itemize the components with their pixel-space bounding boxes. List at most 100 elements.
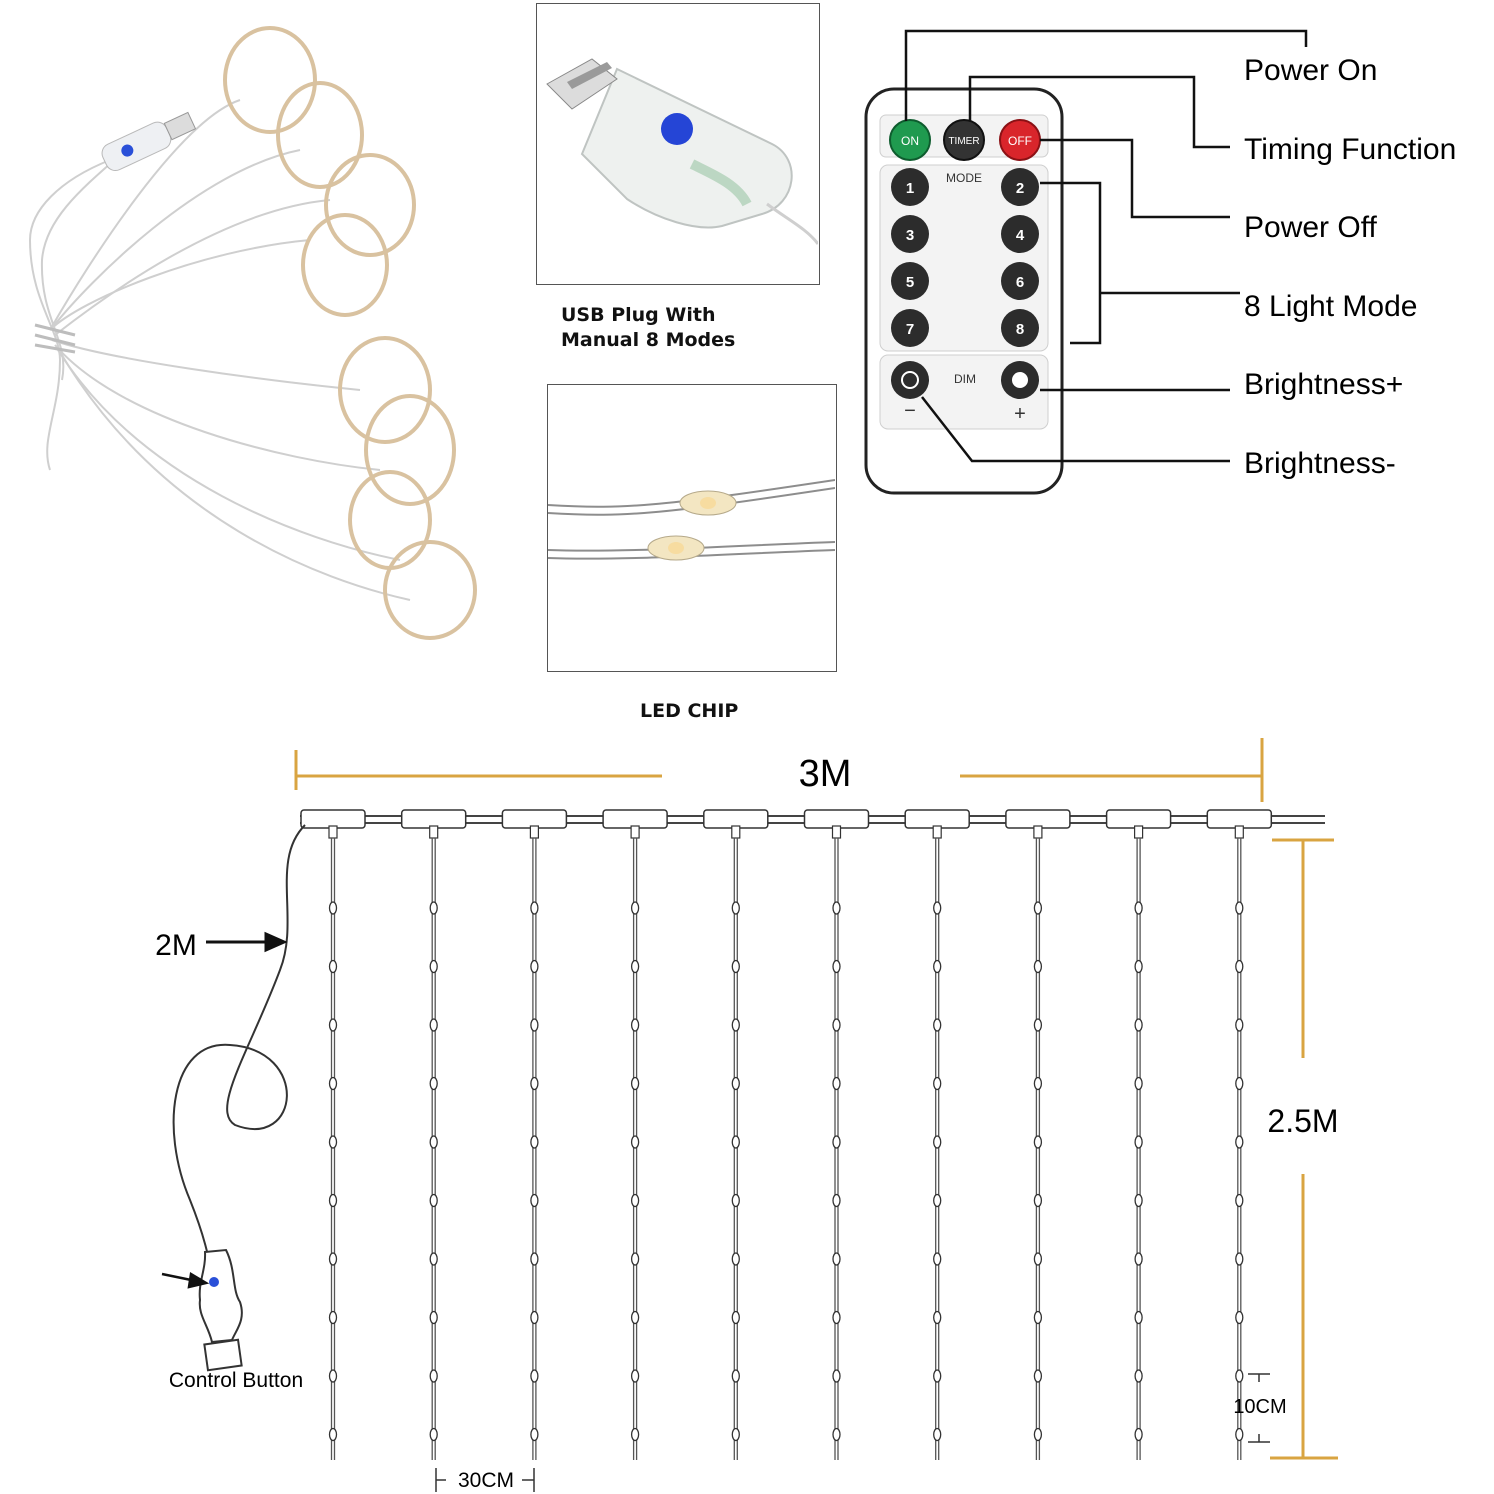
bulb [832, 1252, 841, 1266]
bulb [328, 1193, 338, 1208]
light-strand [300, 809, 366, 1460]
light-strand [703, 809, 769, 1460]
usb-caption-line2: Manual 8 Modes [561, 329, 736, 351]
bulb [1235, 901, 1244, 915]
bulb [429, 1310, 438, 1325]
on-button[interactable]: ON [889, 119, 931, 161]
control-button-dot[interactable] [209, 1277, 219, 1287]
bulb [731, 1252, 740, 1266]
bulb [933, 1193, 942, 1208]
bulb [1235, 1135, 1244, 1149]
bulb [731, 1427, 740, 1442]
height-indicator [1270, 838, 1338, 1460]
coiled-lights-illustration [28, 26, 477, 640]
bulb [530, 1076, 539, 1091]
mode-button-label: 2 [1016, 180, 1024, 197]
mode-button-2[interactable]: 2 [1001, 168, 1039, 206]
bulb [530, 1369, 539, 1383]
light-strand [1105, 809, 1172, 1460]
mode-button-1[interactable]: 1 [891, 168, 929, 206]
callout-lines [904, 29, 1308, 463]
mode-button-7[interactable]: 7 [891, 309, 929, 347]
bulb [429, 1076, 438, 1091]
usb-plug-caption: USB Plug With Manual 8 Modes [561, 303, 735, 353]
bulb [630, 1076, 640, 1091]
bulb [832, 959, 841, 974]
off-button[interactable]: OFF [999, 119, 1041, 161]
bulb-spacing-label: 10CM [1233, 1396, 1286, 1418]
bulb [731, 1310, 740, 1325]
bulb [328, 1018, 338, 1032]
usb-caption-line1: USB Plug With [561, 304, 716, 326]
mode-button-label: 5 [906, 274, 914, 291]
light-strand [1206, 809, 1273, 1460]
mode-panel [879, 164, 1049, 352]
mode-button-label: 3 [906, 227, 914, 244]
bulb [1235, 1193, 1244, 1208]
mode-button-4[interactable]: 4 [1001, 215, 1039, 253]
mode-button-label: 6 [1016, 274, 1024, 291]
mode-label: MODE [946, 171, 982, 185]
bulb [1033, 901, 1043, 915]
strand-spacing-marker [435, 1468, 535, 1492]
bulb [1033, 1310, 1043, 1325]
bulb [933, 1076, 942, 1091]
minus-sign: − [904, 400, 916, 422]
bulb [429, 1193, 438, 1208]
bulb [429, 1135, 438, 1149]
bulb [933, 1310, 942, 1325]
off-button-label: OFF [1008, 134, 1032, 148]
bulb [832, 1076, 841, 1091]
plus-sign: + [1014, 403, 1026, 425]
bulb [1033, 1193, 1043, 1208]
bulb [328, 901, 338, 915]
bulb [1033, 1076, 1043, 1091]
bulb [429, 959, 438, 974]
bulb [630, 1369, 640, 1383]
mode-button-label: 1 [906, 180, 914, 197]
bulb [630, 1427, 640, 1442]
bulb [630, 901, 640, 915]
bulb [630, 1018, 640, 1032]
bulb [731, 1135, 740, 1149]
bulb [1134, 901, 1143, 915]
bulb [530, 959, 539, 974]
mode-button-6[interactable]: 6 [1001, 262, 1039, 300]
bulb [328, 1252, 338, 1266]
bulb [1033, 1252, 1043, 1266]
timer-button-label: TIMER [948, 136, 979, 147]
usb-plug-photo [536, 3, 820, 285]
bulb [1134, 1018, 1143, 1032]
bulb [933, 1369, 942, 1383]
mode-button-3[interactable]: 3 [891, 215, 929, 253]
timer-button[interactable]: TIMER [943, 119, 985, 161]
mode-button-label: 4 [1016, 227, 1025, 244]
bulb [1134, 1252, 1143, 1266]
callout-light-mode: 8 Light Mode [1244, 290, 1417, 323]
bulb [832, 1310, 841, 1325]
strand-connector [803, 809, 870, 829]
brightness-minus-button[interactable] [891, 361, 929, 399]
bulb [832, 1427, 841, 1442]
callout-timing-function: Timing Function [1244, 133, 1456, 166]
bulb [429, 1427, 438, 1442]
brightness-plus-button[interactable] [1001, 361, 1039, 399]
bulb [1033, 1427, 1043, 1442]
bulb [1235, 1252, 1244, 1266]
on-button-label: ON [901, 134, 919, 148]
bulb [328, 1427, 338, 1442]
bulb [328, 959, 338, 974]
light-strand [803, 809, 870, 1460]
bulb [530, 1252, 539, 1266]
bulb [1235, 1018, 1244, 1032]
strand-connector [300, 809, 366, 829]
strand-connector [1005, 809, 1071, 829]
bulb [630, 1193, 640, 1208]
mode-button-5[interactable]: 5 [891, 262, 929, 300]
bulb [832, 1193, 841, 1208]
mode-button-label: 7 [906, 321, 914, 338]
mode-button-8[interactable]: 8 [1001, 309, 1039, 347]
bulb [1033, 1135, 1043, 1149]
strand-connector [1206, 809, 1273, 829]
